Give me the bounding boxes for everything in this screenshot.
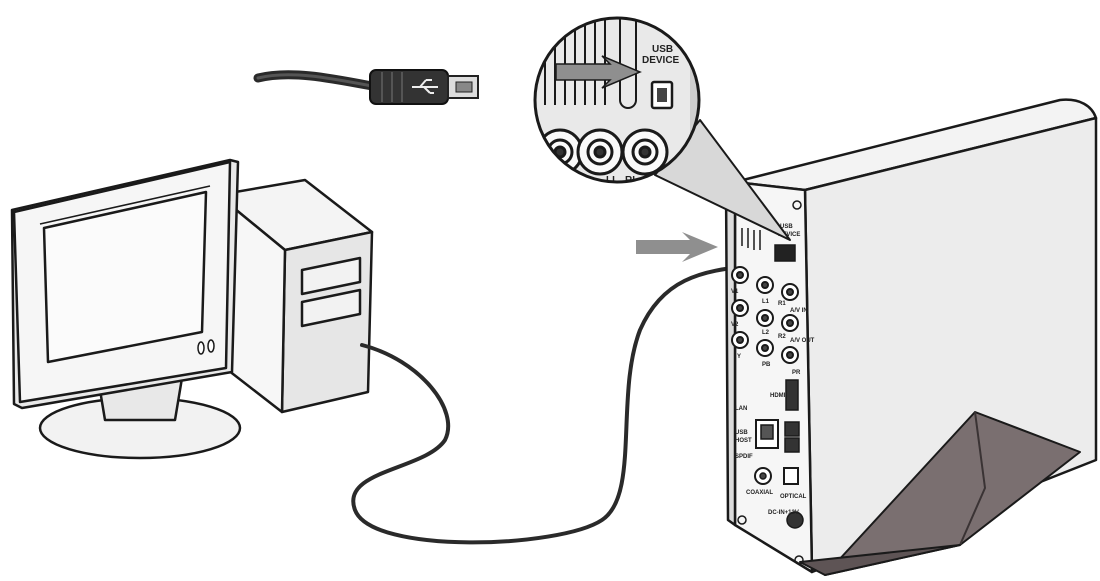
player-stand (799, 411, 1081, 576)
zoom-label-l: LI (606, 175, 615, 186)
label-l2: L2 (762, 330, 770, 336)
dc-port (786, 511, 804, 529)
label-usb-host-2: HOST (735, 438, 752, 444)
zoom-label-usb: USB (652, 44, 673, 55)
rear-vents (741, 228, 761, 250)
label-device: DEVICE (778, 232, 800, 238)
usb-cable-plug (253, 69, 479, 105)
label-av-in: A/V IN (790, 308, 808, 314)
desktop-computer (10, 158, 374, 460)
usb-cable (351, 264, 754, 545)
label-usb: USB (780, 224, 793, 230)
pc-tower (213, 178, 374, 414)
usb-host-port (784, 421, 800, 437)
zoom-callout: LI RI A/V IN USB DEVICE (533, 16, 791, 241)
monitor (10, 158, 240, 410)
label-r1: R1 (778, 301, 786, 307)
label-optical: OPTICAL (780, 494, 807, 500)
rear-panel (731, 191, 804, 565)
arrow-to-port-icon (636, 232, 718, 262)
zoom-label-device: DEVICE (642, 55, 680, 66)
label-pb: PB (762, 362, 771, 368)
label-r2: R2 (778, 334, 786, 340)
hdmi-port (785, 379, 799, 411)
label-v2: V2 (731, 322, 739, 328)
label-coaxial: COAXIAL (746, 490, 773, 496)
label-v1: V1 (731, 289, 739, 295)
label-spdif: SPDIF (735, 454, 753, 460)
rca-jacks (731, 266, 799, 364)
label-pr: PR (792, 370, 801, 376)
label-lan: LAN (735, 406, 747, 412)
label-y: Y (737, 354, 741, 360)
label-usb-host-1: USB (735, 430, 748, 436)
rear-panel-labels: USB DEVICE V1 L1 R1 A/V IN V2 L2 R2 A/V … (731, 224, 815, 516)
usb-symbol-icon (412, 79, 438, 94)
zoom-label-r: RI (625, 175, 635, 186)
label-hdmi: HDMI (770, 393, 786, 399)
zoom-arrow-icon (555, 55, 642, 89)
label-av-out: A/V OUT (790, 338, 815, 344)
label-dc: DC-IN+12V (768, 510, 799, 516)
label-l1: L1 (762, 299, 770, 305)
optical-port (783, 467, 799, 485)
